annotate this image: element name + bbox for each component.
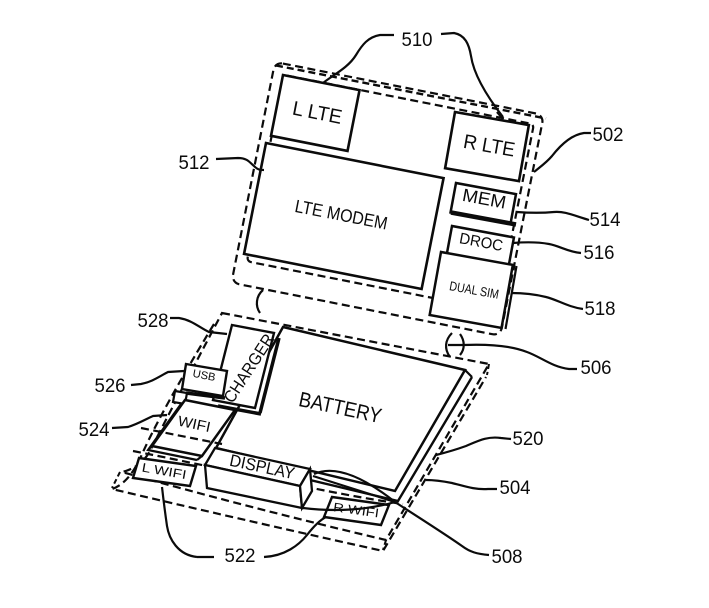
svg-text:504: 504 [500,478,531,499]
svg-text:WIFI: WIFI [176,414,212,437]
svg-text:524: 524 [79,420,110,441]
svg-text:506: 506 [581,358,612,379]
svg-text:528: 528 [138,311,169,332]
svg-text:502: 502 [593,125,624,146]
svg-text:522: 522 [225,546,256,567]
svg-text:518: 518 [585,299,616,320]
svg-text:514: 514 [590,210,621,231]
svg-text:526: 526 [95,376,126,397]
svg-text:512: 512 [179,153,210,174]
svg-text:USB: USB [192,368,217,384]
svg-text:520: 520 [513,429,544,450]
svg-text:508: 508 [492,547,523,568]
svg-text:510: 510 [402,30,433,51]
svg-text:516: 516 [584,243,615,264]
